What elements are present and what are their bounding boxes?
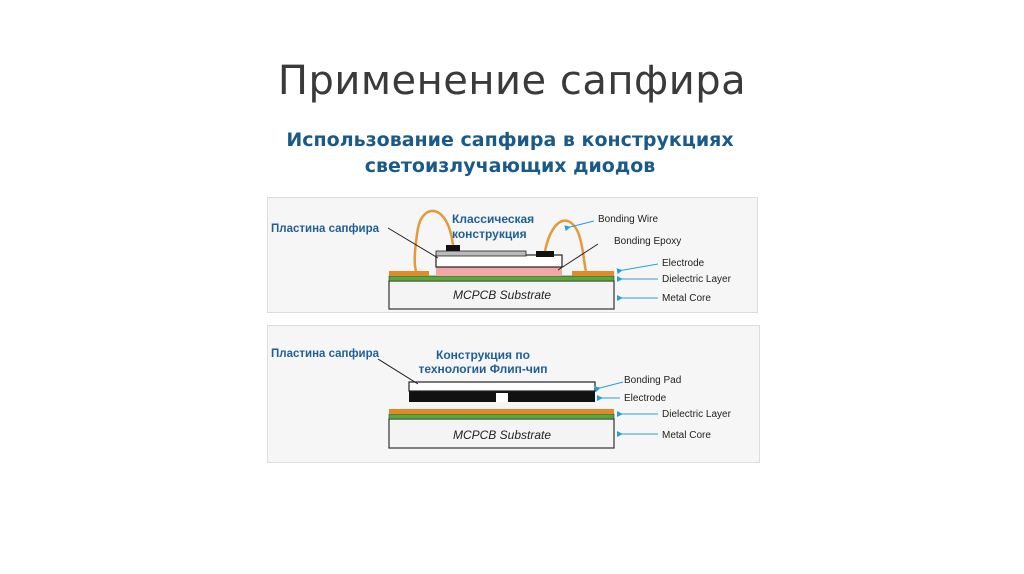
metal-core-label: Metal Core	[662, 430, 711, 441]
dielectric-label: Dielectric Layer	[662, 274, 732, 285]
flipchip-led-svg: MCPCB Substrate Пластина сапфира Констру…	[271, 348, 732, 449]
dielectric-label: Dielectric Layer	[662, 409, 732, 420]
bonding-wire-left	[413, 209, 455, 272]
bonding-epoxy-arrow	[557, 243, 599, 271]
bonding-epoxy-label: Bonding Epoxy	[614, 236, 681, 247]
slide-subtitle: Использование сапфира в конструкциях све…	[250, 127, 770, 179]
bonding-pad-label: Bonding Pad	[624, 375, 681, 386]
dielectric-layer	[388, 413, 615, 420]
pad-right	[536, 251, 554, 257]
dielectric-layer	[388, 275, 615, 282]
construction-label-1: Конструкция по	[436, 348, 530, 362]
classic-led-diagram: MCPCB Substrate Пластина сапфира Классич…	[267, 197, 758, 313]
construction-label-1: Классическая	[452, 212, 534, 226]
electrode-layer	[389, 409, 614, 414]
electrode-left	[389, 271, 429, 276]
bonding-pad-arrow	[594, 381, 624, 393]
bonding-epoxy	[436, 267, 562, 276]
pad-left	[446, 245, 460, 251]
bonding-wire-label: Bonding Wire	[598, 214, 658, 225]
metal-core-substrate	[388, 280, 615, 310]
bonding-wire-arrow	[564, 220, 595, 232]
electrode-right	[572, 271, 614, 276]
electrode-label: Electrode	[662, 258, 705, 269]
chip-top-layer	[435, 250, 527, 257]
sapphire-chip	[408, 381, 596, 392]
subtitle-line-2: светоизлучающих диодов	[364, 155, 656, 177]
sapphire-label: Пластина сапфира	[271, 223, 380, 235]
sapphire-arrow	[387, 227, 439, 259]
classic-led-svg: MCPCB Substrate Пластина сапфира Классич…	[271, 209, 732, 310]
substrate-label: MCPCB Substrate	[453, 288, 551, 302]
slide-title: Применение сапфира	[277, 58, 747, 104]
bonding-wire-right	[543, 219, 588, 272]
sapphire-label: Пластина сапфира	[271, 348, 380, 360]
construction-label-2: технологии Флип-чип	[418, 362, 547, 376]
substrate-label: MCPCB Substrate	[453, 428, 551, 442]
flipchip-led-diagram: MCPCB Substrate Пластина сапфира Констру…	[267, 325, 760, 463]
sapphire-arrow	[377, 358, 419, 385]
bonding-pad-gap	[496, 393, 508, 402]
electrode-arrow	[616, 263, 659, 275]
metal-core-substrate	[388, 418, 615, 449]
subtitle-line-1: Использование сапфира в конструкциях	[286, 129, 734, 151]
metal-core-label: Metal Core	[662, 293, 711, 304]
construction-label-2: конструкция	[452, 227, 527, 241]
electrode-label: Electrode	[624, 393, 667, 404]
